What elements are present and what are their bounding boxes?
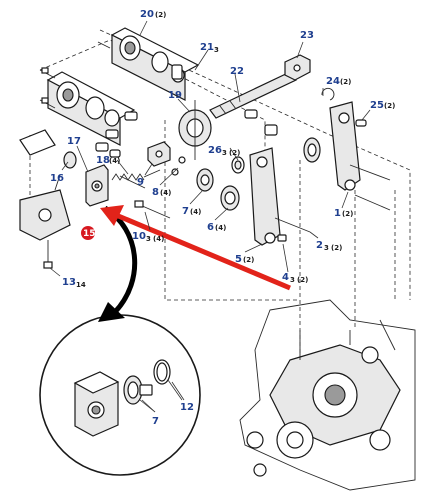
callout-10-qty: (4) bbox=[153, 235, 164, 243]
callout-4-sub: 3 bbox=[290, 276, 295, 284]
small-bolts bbox=[39, 41, 111, 109]
part-17-block bbox=[85, 164, 109, 207]
callout-24: 24 bbox=[326, 76, 340, 87]
callout-17: 17 bbox=[67, 136, 81, 147]
callout-labels: 20 (2) 21 3 23 22 24 (2) 25 (2) 19 17 18… bbox=[50, 9, 395, 427]
callout-8: 8 bbox=[152, 187, 159, 198]
callout-13-sub: 14 bbox=[76, 281, 86, 289]
callout-24-qty: (2) bbox=[340, 78, 351, 86]
callout-26-sub: 3 bbox=[222, 149, 227, 157]
callout-10-sub: 3 bbox=[146, 235, 151, 243]
callout-16: 16 bbox=[50, 173, 64, 184]
callout-21-sub: 3 bbox=[214, 46, 219, 54]
callout-13: 13 bbox=[62, 277, 76, 288]
detail-callout-12: 12 bbox=[180, 402, 194, 413]
zoom-arrow-curve bbox=[98, 205, 138, 322]
left-frame-bracket bbox=[19, 129, 71, 269]
callout-15: 15 bbox=[83, 229, 96, 239]
callout-8-qty: (4) bbox=[160, 189, 171, 197]
leader-lines bbox=[49, 20, 371, 413]
red-pointer-arrow bbox=[100, 205, 291, 291]
callout-1-qty: (2) bbox=[342, 210, 353, 218]
callout-6: 6 bbox=[207, 222, 214, 233]
part-25-pin bbox=[355, 119, 367, 127]
callout-1: 1 bbox=[334, 208, 341, 219]
highlight-badge-15 bbox=[81, 226, 95, 240]
spacer-pins bbox=[95, 109, 278, 158]
callout-21: 21 bbox=[200, 42, 214, 53]
callout-9: 9 bbox=[137, 177, 144, 188]
callout-18-qty: (4) bbox=[109, 157, 120, 165]
part-right-lever bbox=[303, 101, 391, 211]
callout-4-qty: (2) bbox=[297, 276, 308, 284]
callout-18: 18 bbox=[96, 155, 110, 166]
callout-5-qty: (2) bbox=[243, 256, 254, 264]
part-16-cylinder bbox=[63, 151, 77, 169]
callout-7: 7 bbox=[182, 206, 189, 217]
part-26-washer bbox=[231, 156, 245, 174]
callout-20: 20 bbox=[140, 9, 154, 20]
callout-26: 26 bbox=[208, 145, 222, 156]
part-18-spring bbox=[111, 169, 161, 181]
part-5-lever bbox=[249, 147, 311, 246]
part-20-shim-plate bbox=[110, 27, 200, 101]
callout-6-qty: (4) bbox=[215, 224, 226, 232]
callout-7-qty: (4) bbox=[190, 208, 201, 216]
callout-2-sub: 3 bbox=[324, 244, 329, 252]
detail-inset bbox=[39, 314, 201, 476]
callout-4: 4 bbox=[282, 272, 289, 283]
transmission-assembly bbox=[239, 299, 416, 491]
callout-20-qty: (2) bbox=[155, 11, 166, 19]
bolts bbox=[119, 156, 186, 219]
callout-10: 10 bbox=[132, 231, 146, 242]
callout-25-qty: (2) bbox=[384, 102, 395, 110]
part-9-block bbox=[147, 141, 171, 167]
callout-5: 5 bbox=[235, 254, 242, 265]
part-shim-plate-lower bbox=[46, 71, 136, 146]
callout-2-qty: (2) bbox=[331, 244, 342, 252]
callout-26-qty: (2) bbox=[229, 149, 240, 157]
callout-23: 23 bbox=[300, 30, 314, 41]
part-19-disc bbox=[178, 100, 212, 160]
part-23-block bbox=[284, 54, 311, 81]
detail-callout-7: 7 bbox=[152, 416, 159, 427]
callout-25: 25 bbox=[370, 100, 384, 111]
callout-19: 19 bbox=[168, 90, 182, 101]
callout-22: 22 bbox=[230, 66, 244, 77]
callout-2: 2 bbox=[316, 240, 323, 251]
part-7-roller bbox=[196, 168, 214, 192]
part-6-roller bbox=[220, 185, 240, 211]
part-24-clip bbox=[321, 87, 335, 101]
